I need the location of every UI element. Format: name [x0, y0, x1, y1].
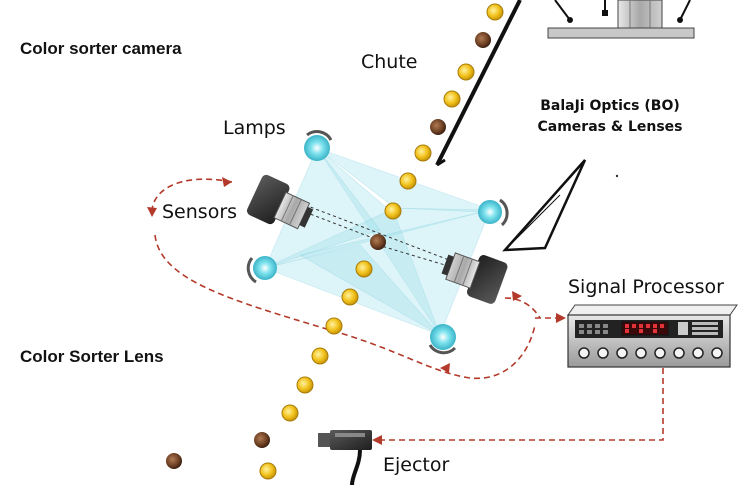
sensor-camera-left	[246, 174, 314, 230]
label-brand-line1: BalaJi Optics (BO)	[540, 98, 680, 114]
good-seed	[384, 202, 402, 220]
good-seed	[311, 347, 329, 365]
label-ejector: Ejector	[383, 454, 450, 476]
lamp-top-left	[304, 130, 333, 161]
good-seed	[281, 404, 299, 422]
good-seed	[341, 288, 359, 306]
bad-seed	[254, 432, 270, 448]
lamp-left	[246, 256, 277, 284]
good-seed	[355, 260, 373, 278]
title-color-sorter-camera: Color sorter camera	[20, 39, 182, 58]
seed-stream	[166, 3, 504, 480]
good-seed	[486, 3, 504, 21]
good-seed	[414, 144, 432, 162]
bad-seed	[166, 453, 182, 469]
good-seed	[443, 90, 461, 108]
good-seed	[457, 63, 475, 81]
signal-processor-unit	[567, 304, 738, 368]
lamp-right	[478, 198, 509, 227]
label-lamps: Lamps	[223, 117, 286, 139]
title-color-sorter-lens: Color Sorter Lens	[20, 347, 164, 366]
label-brand: BalaJi Optics (BO) Cameras & Lenses	[520, 96, 700, 138]
bad-seed	[430, 119, 446, 135]
top-camera-mount	[547, 0, 695, 39]
sensor-camera-right	[441, 252, 508, 304]
bad-seed	[370, 234, 386, 250]
chute	[435, 0, 522, 167]
bad-seed	[475, 32, 491, 48]
ejector-unit	[318, 430, 372, 485]
signal-arrowheads	[147, 177, 566, 445]
good-seed	[259, 462, 277, 480]
label-brand-line2: Cameras & Lenses	[537, 119, 683, 135]
good-seed	[296, 376, 314, 394]
label-sensors: Sensors	[162, 201, 238, 223]
good-seed	[399, 172, 417, 190]
label-chute: Chute	[361, 51, 418, 73]
label-signal-processor: Signal Processor	[568, 276, 724, 298]
lamp-bottom	[428, 324, 457, 355]
good-seed	[325, 317, 343, 335]
sensor-sight-lines	[304, 204, 471, 269]
pointer-wedge	[502, 159, 619, 252]
